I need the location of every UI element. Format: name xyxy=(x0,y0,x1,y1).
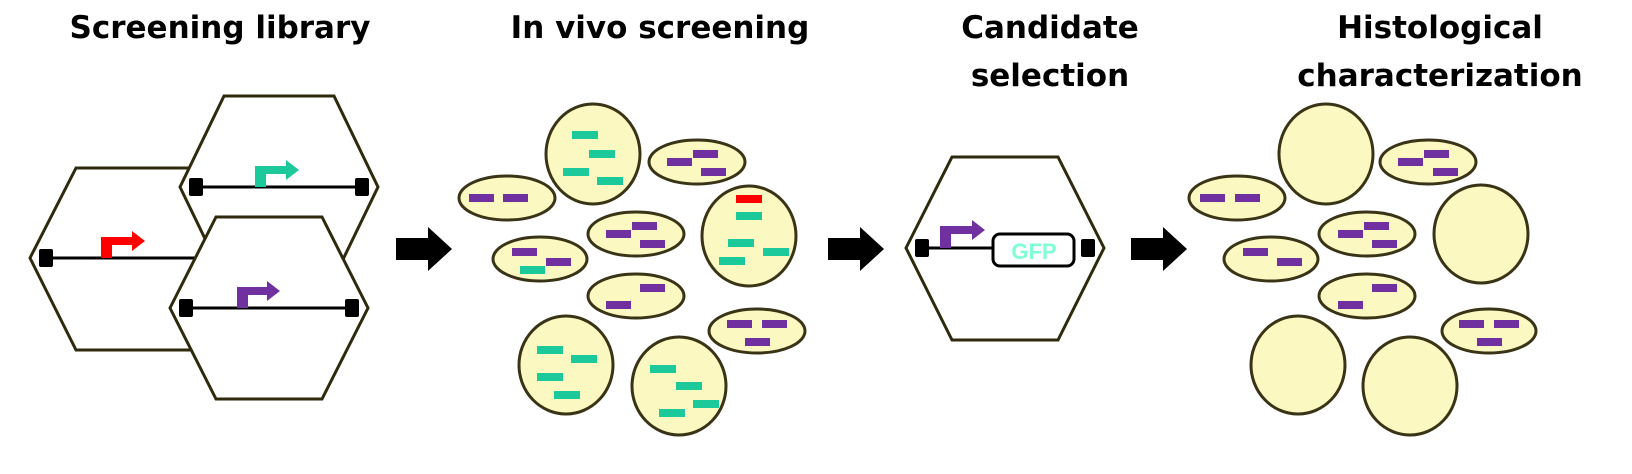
marker-teal xyxy=(597,177,623,185)
cell xyxy=(1317,272,1417,320)
marker-purple xyxy=(693,150,718,158)
promoter-arrow-purple-icon xyxy=(237,281,280,308)
title-line: Candidate xyxy=(961,10,1139,46)
marker-teal xyxy=(589,150,615,158)
marker-teal xyxy=(537,373,563,381)
in-vivo-screening-panel xyxy=(457,102,807,437)
marker-purple xyxy=(1277,258,1302,266)
promoter-arrow-teal-icon xyxy=(255,160,299,187)
histological-panel xyxy=(1187,102,1538,437)
construct-end-left xyxy=(189,178,203,196)
marker-purple xyxy=(546,258,571,266)
promoter-arrow-red-icon xyxy=(101,231,145,258)
marker-purple xyxy=(1243,248,1268,256)
cell xyxy=(1432,183,1530,285)
marker-purple xyxy=(701,168,726,176)
marker-purple xyxy=(640,240,665,248)
marker-teal xyxy=(693,400,719,408)
cell xyxy=(647,138,747,186)
cell xyxy=(1361,335,1459,437)
cell xyxy=(1249,314,1347,416)
marker-purple xyxy=(762,320,787,328)
marker-purple xyxy=(667,158,692,166)
marker-teal xyxy=(719,257,745,265)
marker-purple xyxy=(1372,240,1397,248)
marker-teal xyxy=(554,391,580,399)
marker-purple xyxy=(469,194,494,202)
cell xyxy=(707,307,807,355)
marker-purple xyxy=(1477,338,1502,346)
title-line: characterization xyxy=(1297,58,1583,94)
screening-library-panel xyxy=(28,94,380,401)
process-arrow-icon xyxy=(396,227,452,271)
marker-teal xyxy=(520,266,545,274)
gfp-label: GFP xyxy=(1011,239,1056,264)
marker-teal xyxy=(736,212,762,220)
marker-purple xyxy=(640,284,665,292)
marker-purple xyxy=(1338,301,1363,309)
process-arrow-icon xyxy=(828,227,884,271)
candidate-selection-panel: GFP xyxy=(904,155,1106,342)
marker-purple xyxy=(1424,150,1449,158)
marker-purple xyxy=(1398,158,1423,166)
title-line: Histological xyxy=(1337,10,1543,46)
marker-teal xyxy=(563,168,589,176)
gfp-reporter-box xyxy=(991,232,1076,268)
construct-end-right xyxy=(1081,239,1095,257)
in-vivo-markers xyxy=(469,131,789,417)
cell xyxy=(491,235,589,283)
marker-purple xyxy=(606,230,631,238)
marker-teal xyxy=(572,131,598,139)
marker-teal xyxy=(659,409,685,417)
cell xyxy=(1277,102,1375,206)
histological-markers xyxy=(1200,150,1519,346)
cell xyxy=(586,210,686,258)
step-title-histological-characterization: Histological characterization xyxy=(1250,4,1630,100)
marker-purple xyxy=(1200,194,1225,202)
construct-end-right xyxy=(355,178,369,196)
construct-end-right xyxy=(345,299,359,317)
cell xyxy=(586,272,686,320)
step-title-candidate-selection: Candidate selection xyxy=(900,4,1200,100)
step-title-in-vivo-screening: In vivo screening xyxy=(510,10,810,46)
process-arrow-icon xyxy=(1131,227,1187,271)
construct-end-left xyxy=(39,249,53,267)
cell xyxy=(1222,235,1320,283)
marker-purple xyxy=(1459,320,1484,328)
marker-teal xyxy=(571,355,597,363)
cell xyxy=(1317,210,1417,258)
marker-purple xyxy=(1235,194,1260,202)
marker-purple xyxy=(1364,222,1389,230)
marker-purple xyxy=(503,194,528,202)
marker-teal xyxy=(676,382,702,390)
marker-purple xyxy=(606,301,631,309)
marker-purple xyxy=(1372,284,1397,292)
marker-purple xyxy=(512,248,537,256)
marker-purple xyxy=(1433,168,1458,176)
marker-red xyxy=(736,195,762,203)
construct-end-left xyxy=(915,239,929,257)
marker-purple xyxy=(1494,320,1519,328)
construct-end-left xyxy=(179,299,193,317)
promoter-arrow-purple-icon xyxy=(940,220,985,248)
marker-purple xyxy=(727,320,752,328)
marker-purple xyxy=(632,222,657,230)
cell xyxy=(1440,307,1538,355)
step-title-screening-library: Screening library xyxy=(69,10,371,46)
marker-teal xyxy=(763,248,789,256)
title-line: selection xyxy=(970,58,1130,94)
marker-teal xyxy=(650,365,676,373)
marker-teal xyxy=(537,346,563,354)
cell xyxy=(517,314,615,416)
cell xyxy=(1378,138,1478,186)
marker-purple xyxy=(1338,230,1363,238)
marker-teal xyxy=(728,239,754,247)
marker-purple xyxy=(745,338,770,346)
